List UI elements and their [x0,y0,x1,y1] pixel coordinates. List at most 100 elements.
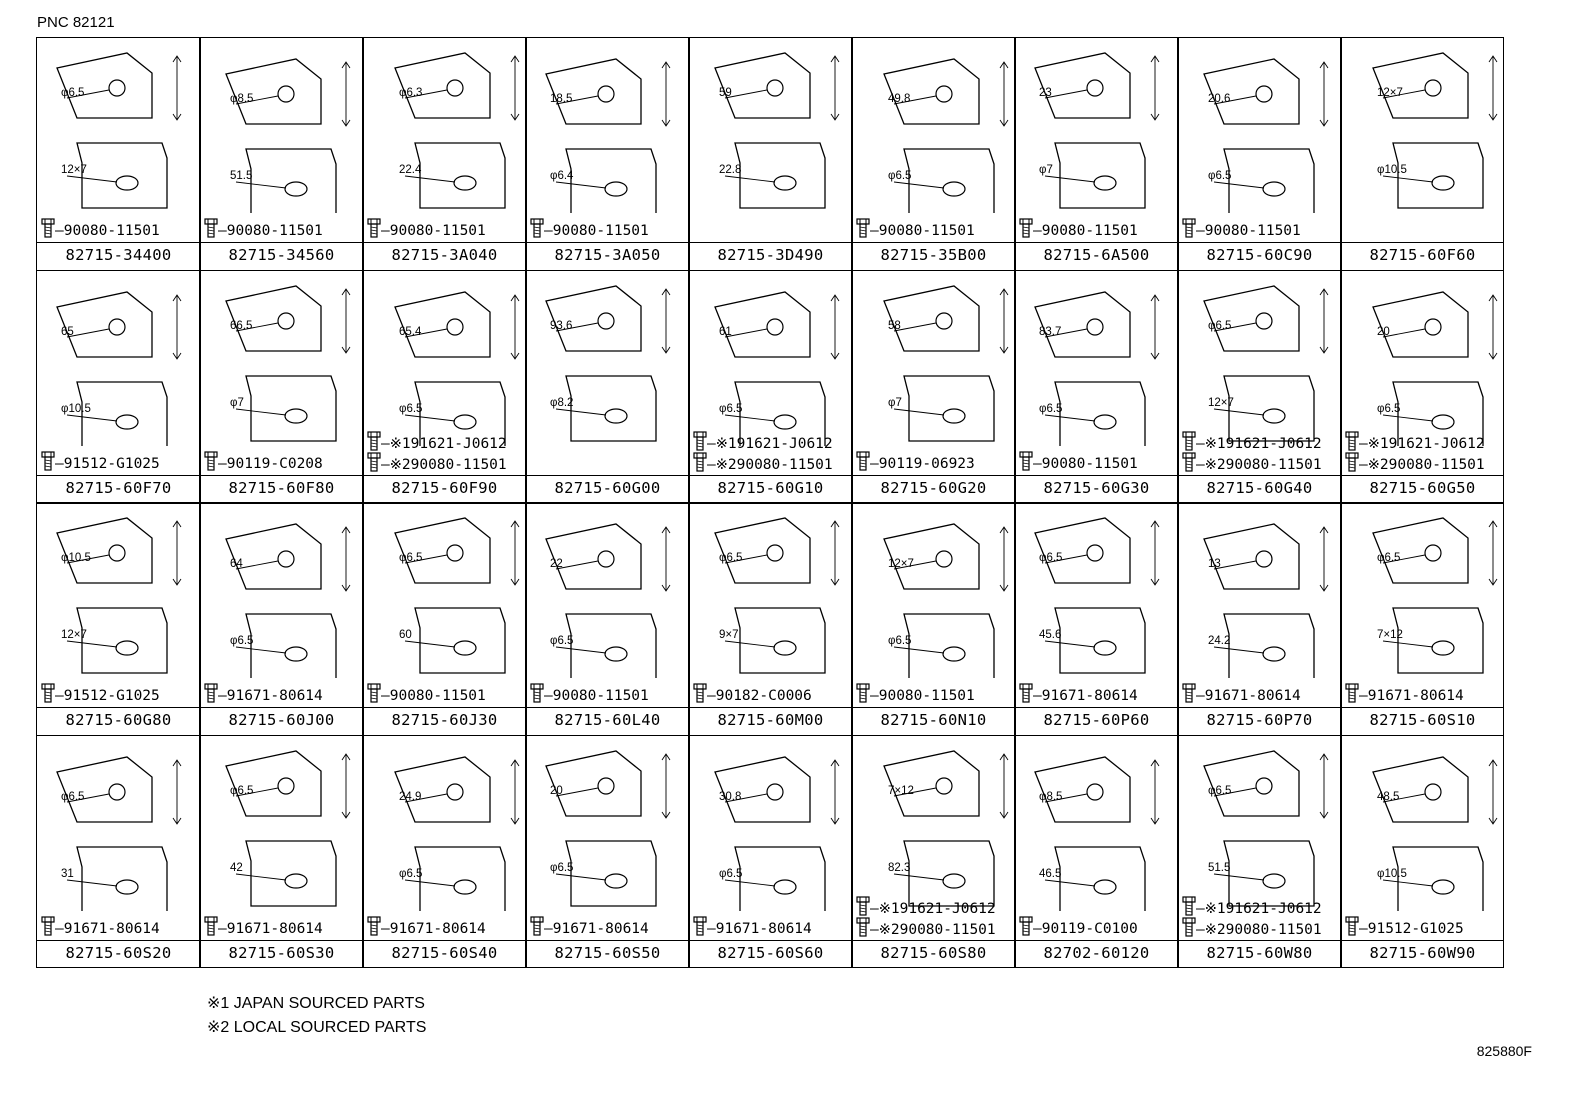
bolt-part-number: — [1033,223,1042,239]
part-number[interactable]: 82715-60S40 [391,943,498,962]
bolt-icon [1345,683,1359,703]
part-number[interactable]: 82715-60F60 [1369,246,1476,264]
part-number[interactable]: 82715-60G20 [880,478,987,497]
part-number[interactable]: 82715-34400 [65,246,172,264]
part-number[interactable]: 82715-60G30 [1043,478,1150,497]
part-number[interactable]: 82715-60S30 [228,943,335,962]
bracket-drawing: 20.6φ6.5 [1203,58,1329,213]
bolt-part-number: — [218,688,227,704]
part-number[interactable]: 82715-60S10 [1369,711,1476,729]
bracket-drawing: 30.8φ6.5 [714,755,840,911]
bolt-callout: —90080-11501 [367,218,486,239]
part-number[interactable]: 82715-60F80 [228,478,335,497]
part-number[interactable]: 82715-60F90 [391,478,498,497]
bolt-part-number-text: 90080-11501 [63,223,160,239]
bolt-icon [204,683,218,703]
part-number[interactable]: 82715-3A050 [554,246,661,264]
note-local-sourced: ※2 LOCAL SOURCED PARTS [207,1019,427,1036]
bracket-drawing: 65.4φ6.5 [394,290,520,446]
part-number[interactable]: 82715-60G40 [1206,478,1313,497]
part-number[interactable]: 82715-60G10 [717,478,824,497]
part-number[interactable]: 82715-60F70 [65,478,172,497]
part-number[interactable]: 82715-60L40 [554,711,661,729]
bolt-icon [1182,451,1196,472]
part-number[interactable]: 82715-3A040 [391,246,498,264]
row-divider [37,502,1503,504]
part-number[interactable]: 82715-60P60 [1043,711,1150,729]
part-number[interactable]: 82715-60P70 [1206,711,1313,729]
bolt-part-number: — [55,455,64,472]
bolt-part-number: — [1196,435,1205,452]
part-number[interactable]: 82715-60G80 [65,711,172,729]
bolt-part-number: — [1359,456,1368,473]
bracket-drawing: φ10.512×7 [56,517,182,674]
part-number[interactable]: 82715-3D490 [717,246,824,264]
part-number[interactable]: 82715-60S60 [717,943,824,962]
dimension-label: 58 [888,320,901,332]
part-number[interactable]: 82715-60S80 [880,943,987,962]
part-number[interactable]: 82715-60W80 [1206,943,1313,962]
bolt-callout: —91671-80614 [204,683,323,704]
part-number[interactable]: 82715-60M00 [717,711,824,729]
dimension-label: φ6.5 [1039,403,1062,415]
part-number[interactable]: 82715-60W90 [1369,943,1476,962]
part-number[interactable]: 82715-60N10 [880,711,987,729]
part-number[interactable]: 82702-60120 [1043,943,1150,962]
part-number[interactable]: 82715-60S20 [65,943,172,962]
part-number[interactable]: 82715-60J00 [228,711,335,729]
part-number[interactable]: 82715-60S50 [554,943,661,962]
part-number[interactable]: 82715-60J30 [391,711,498,729]
part-number[interactable]: 82715-60G50 [1369,478,1476,497]
dimension-label: 64 [230,558,243,570]
part-number[interactable]: 82715-60C90 [1206,246,1313,264]
bolt-callout: —※191621-J0612 [1182,430,1322,452]
part-number[interactable]: 82715-35B00 [880,246,987,264]
part-number[interactable]: 82715-60G00 [554,478,661,497]
dimension-label: 51.5 [230,170,252,182]
part-number[interactable]: 82715-6A500 [1043,246,1150,264]
part-number[interactable]: 82715-34560 [228,246,335,264]
bolt-icon [1182,218,1196,238]
bolt-part-number-text: 91512-G1025 [63,455,160,472]
